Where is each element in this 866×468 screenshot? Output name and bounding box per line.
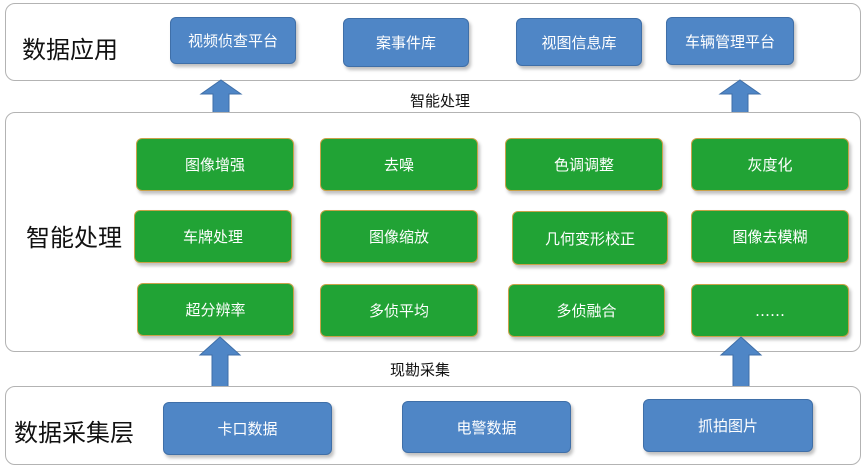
app-layer-label: 数据应用 <box>22 36 118 64</box>
proc-grayscale[interactable]: 灰度化 <box>691 138 849 191</box>
proc-deblur[interactable]: 图像去模糊 <box>691 210 849 263</box>
proc-image-scale[interactable]: 图像缩放 <box>320 210 478 263</box>
app-box-view-info-library[interactable]: 视图信息库 <box>516 18 642 66</box>
collection-layer-label: 数据采集层 <box>14 419 134 447</box>
connector-top-label: 智能处理 <box>410 92 471 110</box>
collect-box-e-police-data[interactable]: 电警数据 <box>402 401 571 453</box>
app-box-video-investigation[interactable]: 视频侦查平台 <box>170 17 296 64</box>
proc-denoise[interactable]: 去噪 <box>320 138 478 191</box>
proc-geometric-correct[interactable]: 几何变形校正 <box>512 211 668 265</box>
collect-box-checkpoint-data[interactable]: 卡口数据 <box>163 402 332 455</box>
app-box-case-library[interactable]: 案事件库 <box>343 18 469 67</box>
proc-super-resolution[interactable]: 超分辨率 <box>137 283 294 336</box>
app-box-vehicle-management[interactable]: 车辆管理平台 <box>666 17 794 65</box>
connector-bottom-label: 现勘采集 <box>390 361 451 379</box>
collect-box-snapshot-images[interactable]: 抓拍图片 <box>643 399 813 452</box>
proc-multi-frame-fusion[interactable]: 多侦融合 <box>508 284 665 337</box>
proc-more[interactable]: …… <box>691 284 849 337</box>
proc-image-enhance[interactable]: 图像增强 <box>136 138 294 191</box>
proc-multi-frame-average[interactable]: 多侦平均 <box>320 284 478 337</box>
proc-plate-process[interactable]: 车牌处理 <box>134 210 292 263</box>
processing-layer-label: 智能处理 <box>26 224 122 252</box>
proc-tone-adjust[interactable]: 色调调整 <box>505 138 663 191</box>
